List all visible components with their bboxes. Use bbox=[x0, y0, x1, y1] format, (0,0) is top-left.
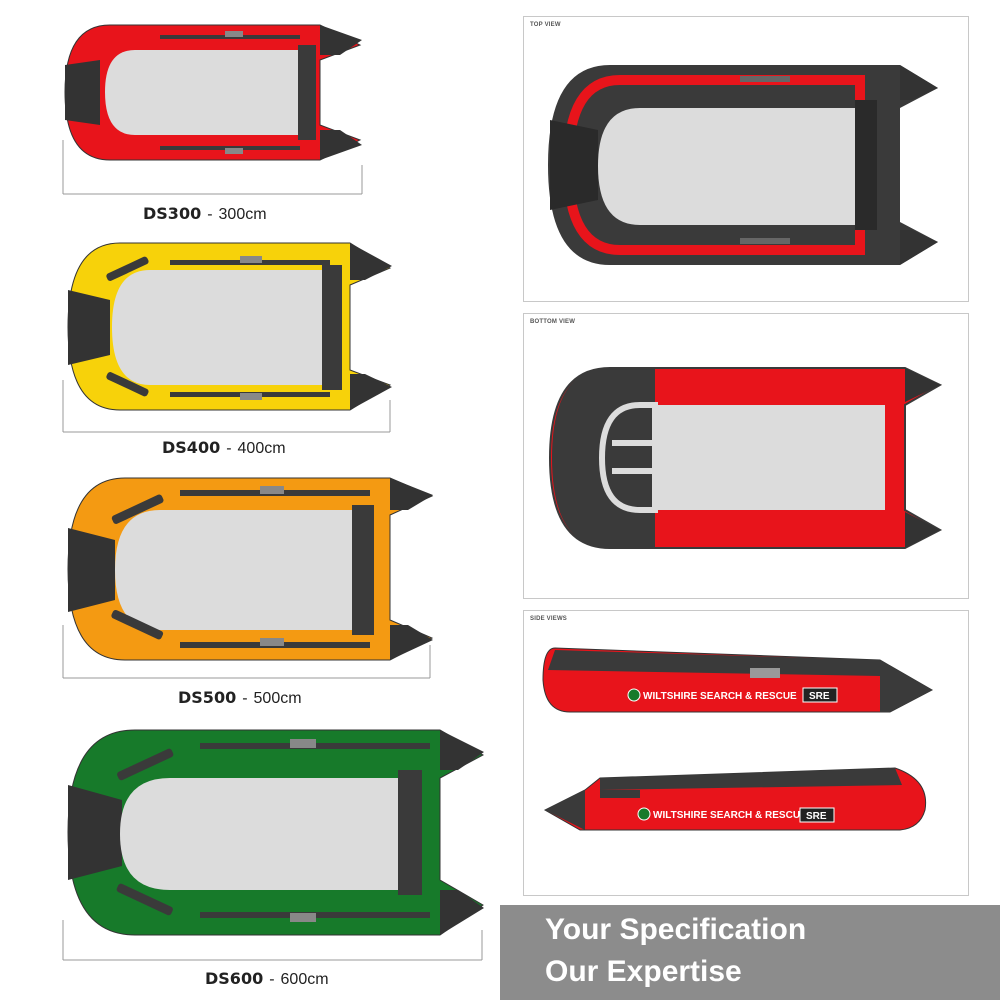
side-view-boat-drawing-1: WILTSHIRE SEARCH & RESCUE SRE bbox=[542, 647, 934, 713]
side-view-1-logo: SRE bbox=[809, 691, 830, 702]
ds500-length: 500cm bbox=[253, 690, 302, 707]
ds500-caption: DS500-500cm bbox=[178, 688, 302, 708]
top-view-panel: TOP VIEW bbox=[523, 16, 969, 302]
ds500-separator: - bbox=[242, 690, 248, 707]
ds600-separator: - bbox=[269, 971, 275, 988]
ds600-boat-drawing bbox=[62, 729, 485, 961]
ds300-separator: - bbox=[207, 206, 213, 223]
bottom-view-boat-drawing bbox=[548, 367, 943, 549]
ds600-model-name: DS600 bbox=[205, 969, 264, 988]
side-views-panel: SIDE VIEWS bbox=[523, 610, 969, 896]
ds400-length: 400cm bbox=[237, 440, 286, 457]
side-view-boat-drawing-2: WILTSHIRE SEARCH & RESCUE SRE bbox=[543, 767, 927, 831]
ds300-model-name: DS300 bbox=[143, 204, 202, 223]
ds300-caption: DS300-300cm bbox=[143, 204, 267, 224]
side-views-label: SIDE VIEWS bbox=[530, 616, 568, 622]
ds400-model-name: DS400 bbox=[162, 438, 221, 457]
bottom-view-panel: BOTTOM VIEW bbox=[523, 313, 969, 599]
bottom-view-label: BOTTOM VIEW bbox=[530, 319, 576, 325]
side-view-1-brand-text: WILTSHIRE SEARCH & RESCUE bbox=[643, 691, 797, 702]
top-view-label: TOP VIEW bbox=[530, 22, 561, 28]
ds400-separator: - bbox=[226, 440, 232, 457]
ds300-boat-drawing bbox=[62, 24, 363, 195]
ds600-caption: DS600-600cm bbox=[205, 969, 329, 989]
side-view-2-brand-text: WILTSHIRE SEARCH & RESCUE bbox=[653, 810, 807, 821]
ds600-length: 600cm bbox=[280, 971, 329, 988]
ds400-caption: DS400-400cm bbox=[162, 438, 286, 458]
slogan-banner: Your Specification Our Expertise bbox=[500, 905, 1000, 1000]
ds400-boat-drawing bbox=[62, 242, 392, 433]
ds300-length: 300cm bbox=[218, 206, 267, 223]
slogan-line-1: Your Specification bbox=[545, 913, 807, 946]
side-view-2-logo: SRE bbox=[806, 811, 827, 822]
slogan-line-2: Our Expertise bbox=[545, 955, 742, 988]
ds500-boat-drawing bbox=[62, 477, 434, 679]
ds500-model-name: DS500 bbox=[178, 688, 237, 707]
top-view-boat-drawing bbox=[548, 65, 938, 265]
